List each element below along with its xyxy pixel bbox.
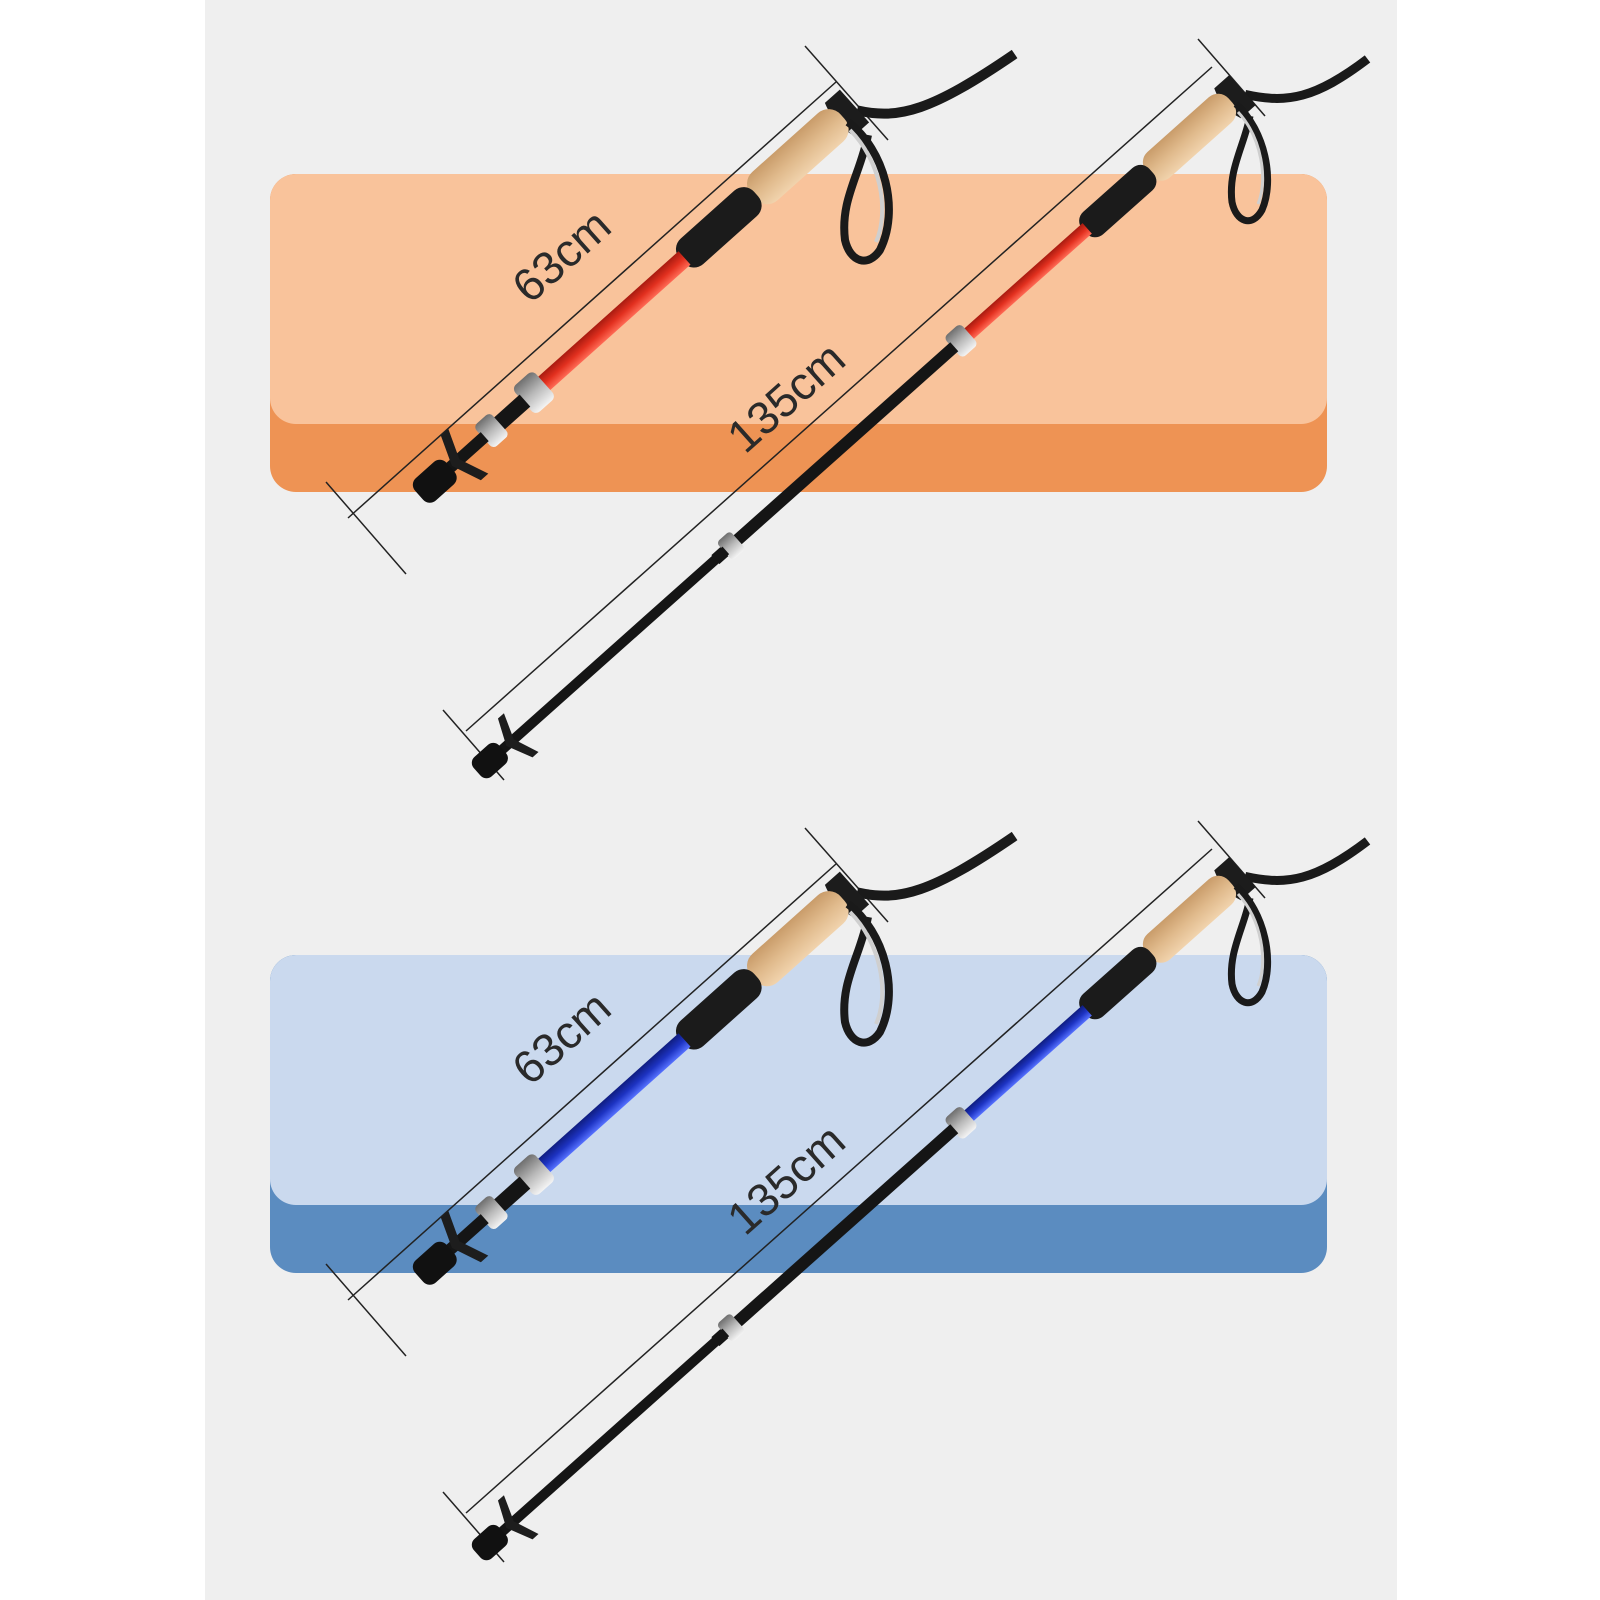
blue-short-pole: 63cm xyxy=(325,827,1018,1357)
red-long-length-label: 135cm xyxy=(717,332,855,463)
red-short-pole: 63cm xyxy=(325,45,1018,575)
dimension-line-135cm xyxy=(442,820,1266,1563)
orange-backdrop-band xyxy=(270,174,1327,492)
dimension-line-63cm xyxy=(325,827,889,1357)
blue-long-pole: 135cm xyxy=(442,820,1371,1563)
red-short-length-label: 63cm xyxy=(502,199,621,313)
red-long-pole: 135cm xyxy=(442,38,1371,781)
orange-band-light xyxy=(270,174,1327,424)
blue-band-light xyxy=(270,955,1327,1205)
dimension-line-63cm xyxy=(325,45,889,575)
dimension-line-135cm xyxy=(442,38,1266,781)
blue-long-length-label: 135cm xyxy=(717,1114,855,1245)
blue-short-length-label: 63cm xyxy=(502,981,621,1095)
